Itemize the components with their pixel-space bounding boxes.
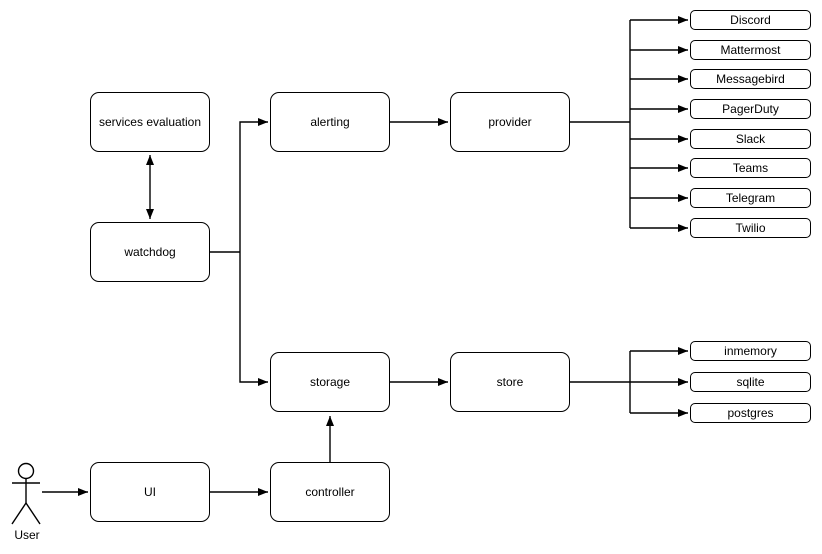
node-provider: provider xyxy=(450,92,570,152)
provider-leaf-slack: Slack xyxy=(690,129,811,149)
user-actor-label: User xyxy=(14,528,40,542)
node-storage: storage xyxy=(270,352,390,412)
provider-leaf-teams: Teams xyxy=(690,158,811,178)
node-alerting: alerting xyxy=(270,92,390,152)
node-services-evaluation: services evaluation xyxy=(90,92,210,152)
provider-leaf-mattermost: Mattermost xyxy=(690,40,811,60)
provider-leaf-discord: Discord xyxy=(690,10,811,30)
provider-leaf-telegram: Telegram xyxy=(690,188,811,208)
provider-leaf-messagebird: Messagebird xyxy=(690,69,811,89)
node-ui: UI xyxy=(90,462,210,522)
node-watchdog: watchdog xyxy=(90,222,210,282)
edge-watchdog-storage xyxy=(239,252,268,386)
store-leaf-inmemory: inmemory xyxy=(690,341,811,361)
user-actor-icon xyxy=(11,462,41,525)
node-controller: controller xyxy=(270,462,390,522)
provider-leaf-twilio: Twilio xyxy=(690,218,811,238)
store-leaf-postgres: postgres xyxy=(690,403,811,423)
node-store: store xyxy=(450,352,570,412)
provider-leaf-pagerduty: PagerDuty xyxy=(690,99,811,119)
store-leaf-sqlite: sqlite xyxy=(690,372,811,392)
edge-watchdog-alerting xyxy=(239,118,268,252)
